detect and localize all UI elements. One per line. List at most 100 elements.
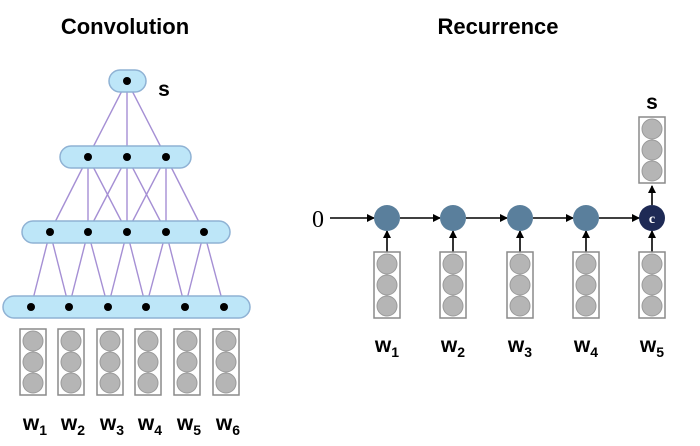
conv-unit <box>123 228 131 236</box>
embedding-unit-3 <box>60 372 82 394</box>
embedding-unit-1 <box>442 253 464 275</box>
conv-layer-2 <box>21 220 231 244</box>
conv-unit <box>220 303 228 311</box>
conv-embedding-5 <box>173 328 201 396</box>
embedding-unit-3 <box>99 372 121 394</box>
conv-output-label: s <box>158 78 170 101</box>
conv-embedding-1 <box>19 328 47 396</box>
rec-hidden-node-1 <box>374 205 400 231</box>
rec-word-label-5: w5 <box>639 334 664 360</box>
embedding-unit-1 <box>641 118 663 140</box>
rec-final-node <box>639 205 665 231</box>
rec-embedding-5 <box>638 251 666 319</box>
embedding-unit-3 <box>22 372 44 394</box>
conv-edge <box>165 156 205 233</box>
conv-embedding-3 <box>96 328 124 396</box>
final-node-label: c <box>649 212 655 227</box>
embedding-unit-2 <box>376 274 398 296</box>
conv-word-label-4: w4 <box>137 412 162 438</box>
embedding-unit-3 <box>137 372 159 394</box>
conv-edge <box>49 231 70 308</box>
embedding-unit-1 <box>137 330 159 352</box>
rec-embedding-3 <box>506 251 534 319</box>
rec-word-label-4: w4 <box>573 334 598 360</box>
rec-nodes <box>374 205 665 231</box>
rec-hidden-node-4 <box>573 205 599 231</box>
conv-layers <box>2 69 251 319</box>
embedding-unit-3 <box>376 295 398 317</box>
conv-edge <box>68 231 89 308</box>
rec-word-label-1: w1 <box>374 334 399 360</box>
embedding-unit-1 <box>99 330 121 352</box>
conv-word-label-6: w6 <box>215 412 240 438</box>
conv-layer-4 <box>108 69 147 93</box>
embedding-unit-3 <box>641 160 663 182</box>
conv-edge <box>30 231 51 308</box>
conv-embedding-4 <box>134 328 162 396</box>
embedding-unit-2 <box>641 139 663 161</box>
conv-unit <box>162 153 170 161</box>
embedding-unit-2 <box>509 274 531 296</box>
embedding-unit-3 <box>176 372 198 394</box>
embedding-unit-2 <box>215 351 237 373</box>
conv-layer-box <box>2 295 251 319</box>
embedding-unit-2 <box>575 274 597 296</box>
conv-edge <box>184 231 205 308</box>
rec-hidden-node-3 <box>507 205 533 231</box>
embedding-unit-2 <box>60 351 82 373</box>
rec-arrows <box>330 185 656 252</box>
conv-word-label-2: w2 <box>60 412 85 438</box>
conv-unit <box>84 228 92 236</box>
conv-unit <box>162 228 170 236</box>
embedding-unit-2 <box>137 351 159 373</box>
rec-output-label: s <box>646 91 658 114</box>
embedding-unit-1 <box>575 253 597 275</box>
conv-layer-1 <box>2 295 251 319</box>
rec-embedding-2 <box>439 251 467 319</box>
embedding-unit-1 <box>376 253 398 275</box>
conv-edge <box>49 156 89 233</box>
embedding-unit-3 <box>509 295 531 317</box>
embedding-unit-1 <box>176 330 198 352</box>
embedding-unit-2 <box>99 351 121 373</box>
recurrence-title: Recurrence <box>437 14 558 39</box>
conv-edge <box>87 156 128 233</box>
rec-word-label-3: w3 <box>507 334 532 360</box>
conv-unit <box>123 153 131 161</box>
conv-edge <box>107 231 128 308</box>
embedding-unit-1 <box>215 330 237 352</box>
conv-unit <box>65 303 73 311</box>
rec-embeddings <box>373 116 666 319</box>
conv-edge <box>87 231 109 308</box>
conv-embedding-2 <box>57 328 85 396</box>
rec-embedding-4 <box>572 251 600 319</box>
conv-edge <box>203 231 225 308</box>
embedding-unit-3 <box>641 295 663 317</box>
embedding-unit-3 <box>442 295 464 317</box>
conv-unit <box>27 303 35 311</box>
conv-unit <box>84 153 92 161</box>
conv-word-label-5: w5 <box>176 412 201 438</box>
rec-word-label-2: w2 <box>440 334 465 360</box>
conv-edge <box>87 80 128 158</box>
conv-unit <box>181 303 189 311</box>
embedding-unit-2 <box>442 274 464 296</box>
convolution-title: Convolution <box>61 14 189 39</box>
conv-unit <box>142 303 150 311</box>
embedding-unit-2 <box>176 351 198 373</box>
conv-embeddings <box>19 328 240 396</box>
embedding-unit-2 <box>641 274 663 296</box>
rec-word-labels: w1 w2 w3 w4 w5 <box>374 334 664 360</box>
embedding-unit-3 <box>575 295 597 317</box>
conv-edge <box>165 231 186 308</box>
rec-output-embedding <box>638 116 666 184</box>
embedding-unit-2 <box>22 351 44 373</box>
embedding-unit-3 <box>215 372 237 394</box>
conv-edge <box>145 231 167 308</box>
embedding-unit-1 <box>22 330 44 352</box>
conv-word-label-1: w1 <box>22 412 47 438</box>
conv-unit <box>46 228 54 236</box>
conv-unit <box>123 77 131 85</box>
